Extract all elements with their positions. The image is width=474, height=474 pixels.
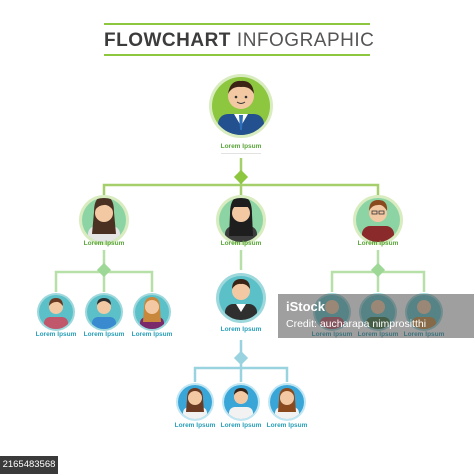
node-label-l3-3: Lorem Ipsum — [131, 331, 173, 338]
node-sub-root — [221, 153, 261, 154]
avatar-woman-center — [216, 195, 266, 245]
watermark-bar — [278, 294, 474, 338]
node-label-l2-right: Lorem Ipsum — [357, 240, 399, 247]
avatar-man-right — [353, 195, 403, 245]
avatar-woman-b1 — [176, 383, 214, 421]
connector-lines — [54, 158, 426, 382]
node-label-l3-mid: Lorem Ipsum — [220, 326, 262, 333]
stock-id-badge: 2165483568 — [0, 456, 58, 474]
node-label-root: Lorem Ipsum — [220, 143, 262, 150]
avatar-man-l2 — [85, 293, 123, 331]
avatar-woman-l3 — [133, 293, 171, 331]
node-label-l4-1: Lorem Ipsum — [174, 422, 216, 429]
node-label-l3-2: Lorem Ipsum — [83, 331, 125, 338]
avatar-woman-b3 — [268, 383, 306, 421]
node-label-l2-left: Lorem Ipsum — [83, 240, 125, 247]
avatar-man-b2 — [222, 383, 260, 421]
title-bottom-rule — [104, 54, 370, 56]
node-label-l4-3: Lorem Ipsum — [266, 422, 308, 429]
avatar-root-manager — [209, 74, 273, 138]
watermark-credit: Credit: aucharapa nimprositthi — [286, 318, 427, 330]
node-label-l4-2: Lorem Ipsum — [220, 422, 262, 429]
node-label-l2-center: Lorem Ipsum — [220, 240, 262, 247]
node-label-l3-1: Lorem Ipsum — [35, 331, 77, 338]
avatar-woman-left — [79, 195, 129, 245]
watermark-site: iStock — [286, 299, 326, 314]
title-top-rule — [104, 23, 370, 25]
connector-junctions — [96, 169, 386, 366]
avatar-woman-l1 — [37, 293, 75, 331]
avatar-man-middle — [216, 273, 266, 323]
